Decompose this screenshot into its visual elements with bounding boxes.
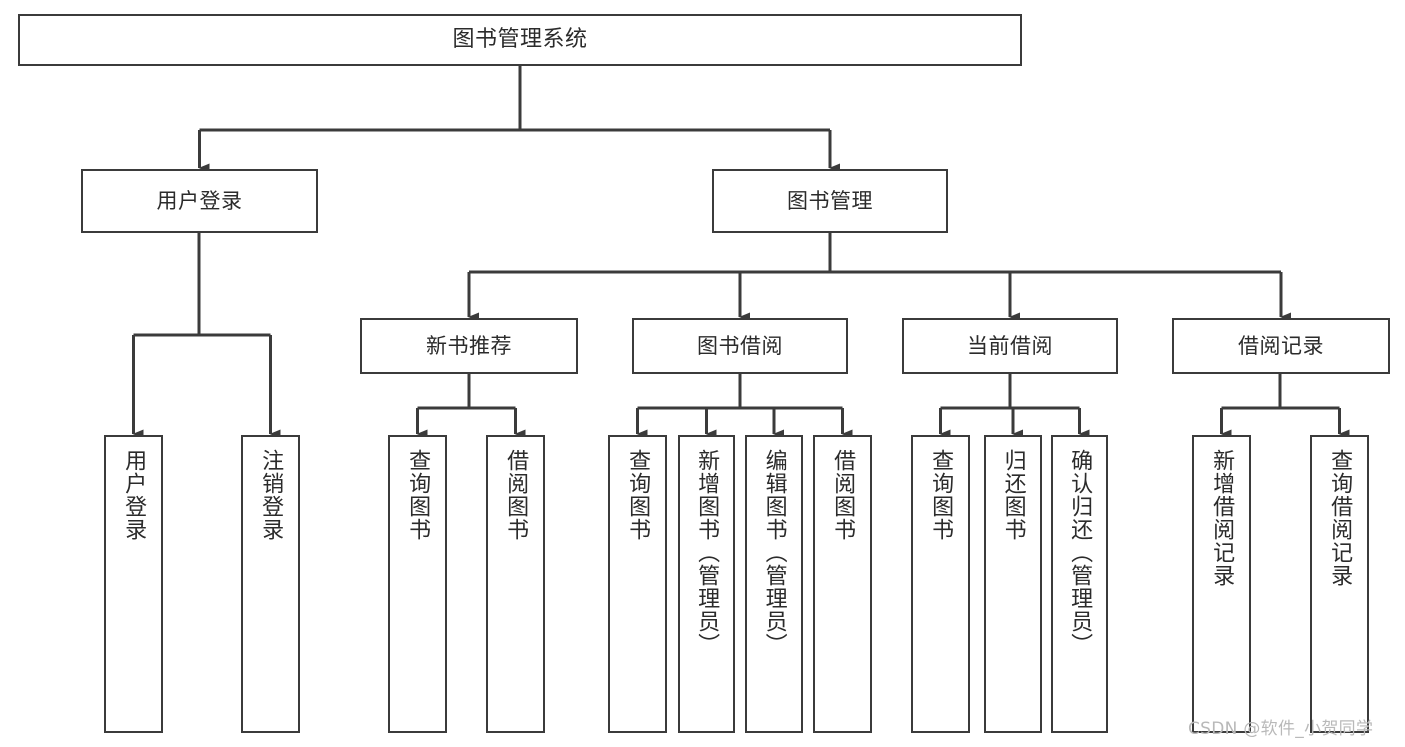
node-leaf-query-book-1[interactable]: 查询图书	[388, 435, 447, 733]
node-label: 注销登录	[258, 449, 284, 541]
node-label: 图书借阅	[697, 333, 783, 358]
node-label: 图书管理	[787, 188, 873, 213]
edge-group	[132, 66, 1350, 439]
node-leaf-user-login[interactable]: 用户登录	[104, 435, 163, 733]
node-leaf-borrow-book-2[interactable]: 借阅图书	[813, 435, 872, 733]
node-label: 当前借阅	[967, 333, 1053, 358]
node-leaf-add-book[interactable]: 新增图书（管理员）	[678, 435, 735, 733]
node-label: 编辑图书（管理员）	[761, 449, 787, 656]
node-leaf-logout[interactable]: 注销登录	[241, 435, 300, 733]
node-root[interactable]: 图书管理系统	[18, 14, 1022, 66]
node-book-management[interactable]: 图书管理	[712, 169, 948, 233]
node-leaf-return-book[interactable]: 归还图书	[984, 435, 1042, 733]
node-leaf-query-book-3[interactable]: 查询图书	[911, 435, 970, 733]
node-label: 归还图书	[1000, 449, 1026, 541]
node-label: 查询图书	[928, 449, 954, 541]
node-label: 借阅图书	[830, 449, 856, 541]
node-new-book-recommend[interactable]: 新书推荐	[360, 318, 578, 374]
node-leaf-query-record[interactable]: 查询借阅记录	[1310, 435, 1369, 733]
node-user-login[interactable]: 用户登录	[81, 169, 318, 233]
node-leaf-borrow-book-1[interactable]: 借阅图书	[486, 435, 545, 733]
node-label: 借阅图书	[503, 449, 529, 541]
node-leaf-confirm-return[interactable]: 确认归还（管理员）	[1051, 435, 1108, 733]
node-label: 新增图书（管理员）	[694, 449, 720, 656]
node-label: 新书推荐	[426, 333, 512, 358]
node-label: 新增借阅记录	[1209, 449, 1235, 587]
node-label: 查询图书	[405, 449, 431, 541]
node-label: 用户登录	[156, 188, 243, 213]
node-label: 查询图书	[625, 449, 651, 541]
node-leaf-edit-book[interactable]: 编辑图书（管理员）	[745, 435, 803, 733]
node-label: 查询借阅记录	[1327, 449, 1353, 587]
node-label: 借阅记录	[1238, 333, 1324, 358]
node-leaf-add-record[interactable]: 新增借阅记录	[1192, 435, 1251, 733]
node-label: 图书管理系统	[452, 27, 588, 53]
node-book-borrow[interactable]: 图书借阅	[632, 318, 848, 374]
csdn-watermark: CSDN @软件_小贺同学	[1188, 719, 1374, 739]
node-leaf-query-book-2[interactable]: 查询图书	[608, 435, 667, 733]
node-label: 用户登录	[121, 449, 147, 541]
node-current-borrow[interactable]: 当前借阅	[902, 318, 1118, 374]
node-label: 确认归还（管理员）	[1067, 449, 1093, 656]
node-borrow-record[interactable]: 借阅记录	[1172, 318, 1390, 374]
